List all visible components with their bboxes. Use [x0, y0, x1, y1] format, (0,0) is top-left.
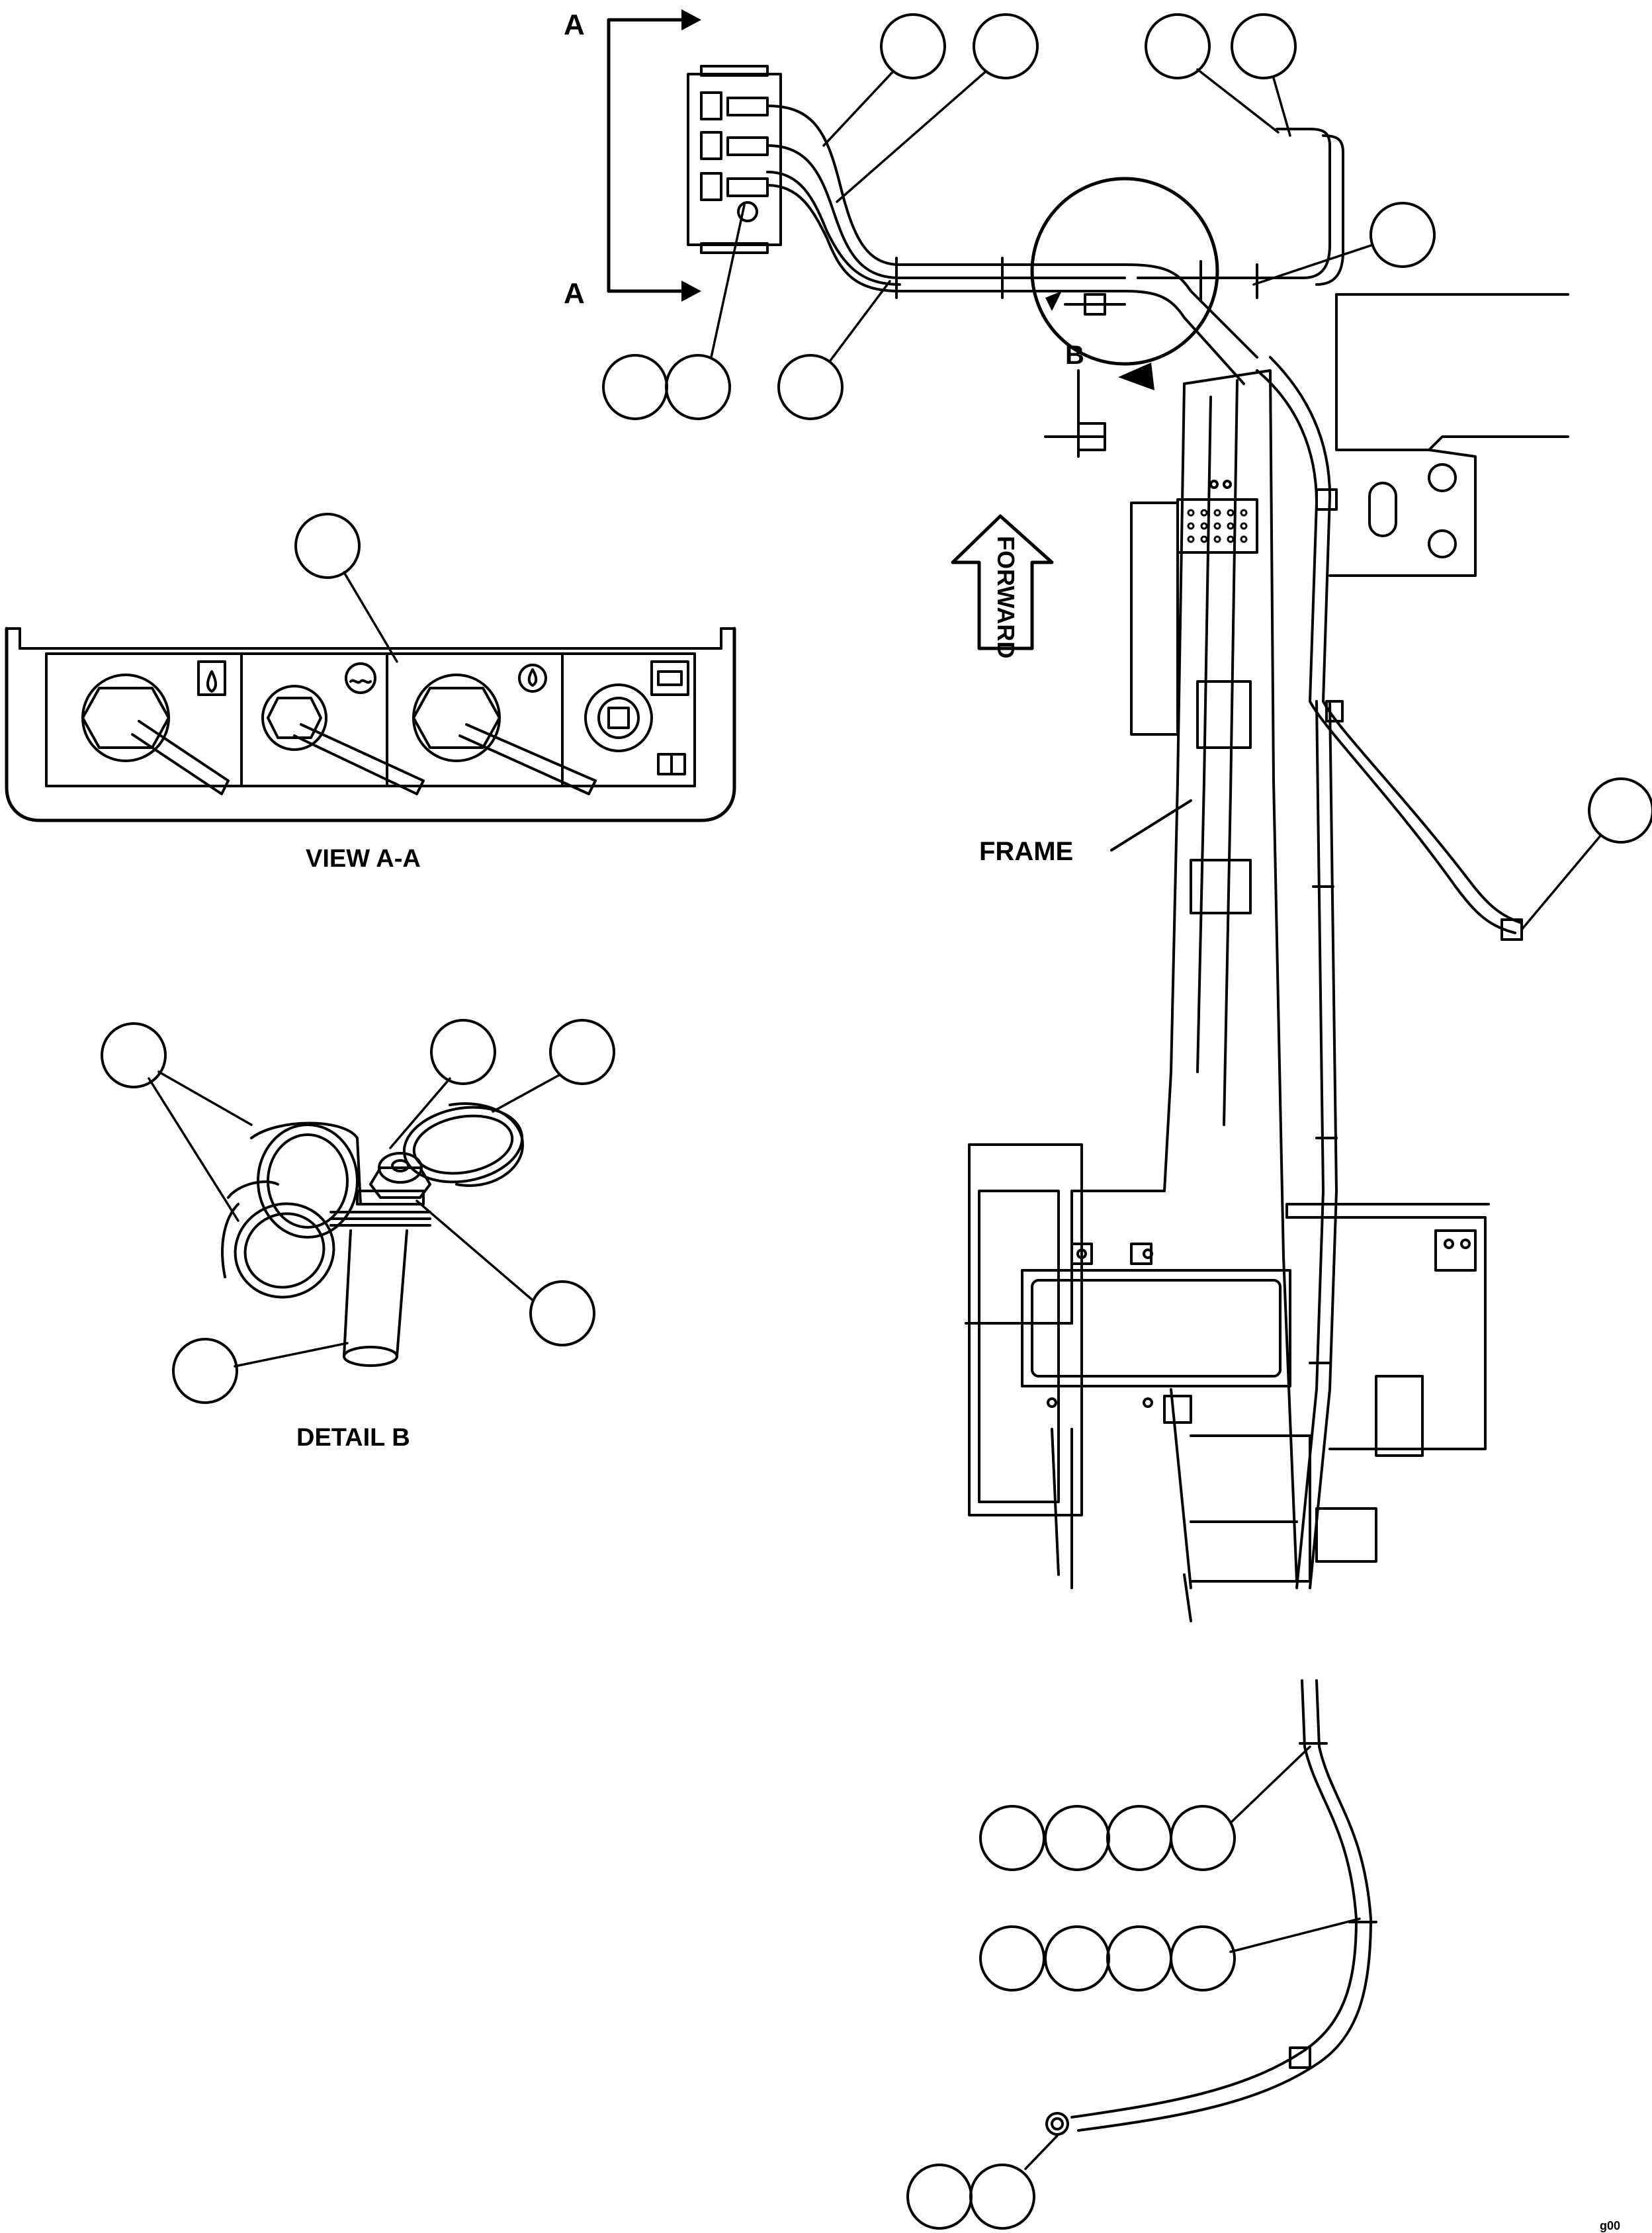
callout-balloon — [1145, 13, 1211, 79]
callout-balloon — [294, 513, 361, 579]
callout-balloon — [1044, 1925, 1110, 1992]
detail-b-indicator — [1030, 177, 1219, 390]
callout-balloon — [906, 2164, 973, 2230]
view-a-a-caption: VIEW A-A — [306, 845, 421, 873]
callout-balloon — [1106, 1925, 1172, 1992]
callout-balloon — [1044, 1805, 1110, 1871]
forward-label: FORWARD — [992, 536, 1020, 658]
section-a-a-marker — [607, 9, 701, 302]
callout-balloon — [973, 13, 1039, 79]
callout-balloon — [1106, 1805, 1172, 1871]
callout-balloon — [602, 354, 668, 420]
callout-balloon — [979, 1925, 1045, 1992]
callout-balloon — [529, 1280, 595, 1346]
callout-balloon — [1170, 1925, 1236, 1992]
callout-balloon — [880, 13, 946, 79]
hydraulic-hose-lower — [1045, 1679, 1377, 2136]
corner-code: g00 — [1600, 2219, 1620, 2232]
callout-balloon — [665, 354, 731, 420]
frame-label: FRAME — [979, 837, 1073, 866]
frame-leader — [1110, 799, 1192, 852]
mounting-bracket — [1044, 290, 1126, 458]
detail-b-caption: DETAIL B — [296, 1424, 410, 1452]
callout-balloon — [101, 1022, 167, 1088]
hydraulic-hoses-upper — [766, 105, 1344, 385]
service-center-manifold — [687, 65, 782, 254]
view-a-a-service-panel — [5, 627, 736, 822]
callout-balloons — [101, 13, 1652, 2230]
callout-balloon — [1369, 202, 1436, 268]
step-plate-holes — [1187, 509, 1248, 543]
machine-frame — [965, 293, 1569, 1622]
section-marker-top: A — [564, 9, 585, 41]
leader-lines — [148, 68, 1602, 2170]
callout-balloon — [969, 2164, 1035, 2230]
callout-balloon — [172, 1338, 238, 1404]
callout-balloon — [549, 1019, 615, 1085]
callout-balloon — [1231, 13, 1297, 79]
callout-balloon — [1588, 777, 1652, 844]
callout-balloon — [1170, 1805, 1236, 1871]
hydraulic-hose-right — [1256, 356, 1523, 1589]
callout-balloon — [430, 1019, 496, 1085]
callout-balloon — [979, 1805, 1045, 1871]
forward-arrow — [951, 514, 1054, 650]
section-marker-bottom: A — [564, 277, 585, 310]
detail-b-clamp — [221, 1102, 524, 1367]
callout-balloon — [777, 354, 844, 420]
detail-marker: B — [1065, 341, 1084, 370]
